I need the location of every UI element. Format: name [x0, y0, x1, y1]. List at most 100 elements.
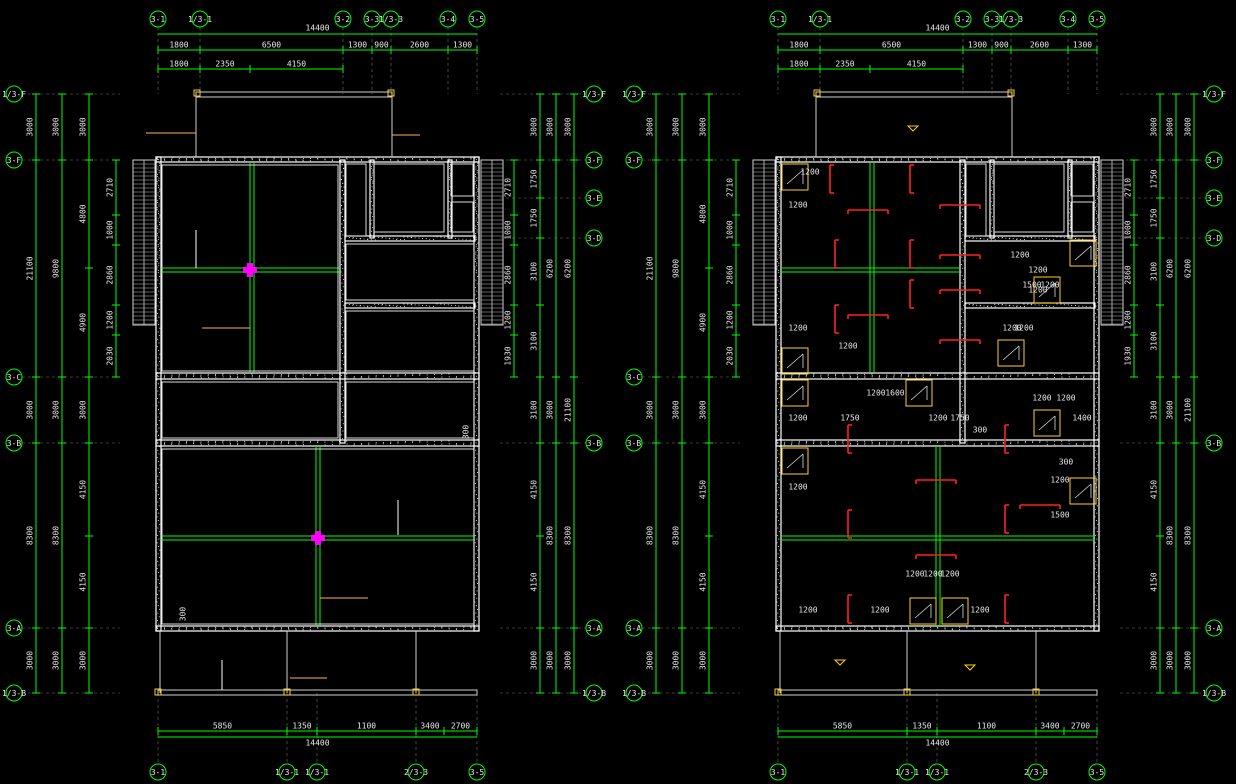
wall-hatch-dot [962, 252, 965, 255]
wall-hatch-dot [777, 501, 779, 503]
wall-hatch-dot [156, 261, 158, 263]
wall-hatch-dot [372, 171, 374, 173]
room-box [345, 310, 475, 372]
wall-hatch-dot [886, 375, 888, 377]
wall-hatch-dot [474, 268, 476, 270]
wall-hatch-dot [475, 545, 478, 548]
wall-hatch-dot [1063, 237, 1065, 239]
wall-hatch-dot [382, 443, 384, 445]
wall-hatch-dot [1092, 303, 1095, 306]
axis-bubble: 3-E [585, 189, 603, 207]
wall-hatch-dot [229, 160, 231, 162]
wall-hatch-dot [1095, 423, 1097, 425]
wall-hatch-dot [1096, 170, 1098, 172]
wall-hatch-dot [378, 236, 380, 238]
equipment-diagonal [1038, 415, 1056, 431]
wall-hatch-dot [474, 516, 476, 518]
wall-hatch-dot [475, 161, 477, 163]
wall-hatch-dot [778, 283, 780, 285]
porch-column [387, 89, 395, 97]
wall-hatch-dot [449, 197, 451, 199]
wall-hatch-dot [1096, 394, 1098, 396]
wall-hatch-dot [372, 169, 374, 171]
wall-hatch-dot [1002, 158, 1005, 161]
axis-bubble: 3-F [1205, 151, 1223, 169]
wall-hatch-dot [158, 283, 160, 285]
wall-hatch-dot [820, 442, 822, 444]
concrete-wall [155, 156, 162, 632]
wall-hatch-dot [411, 374, 414, 377]
wall-hatch-dot [1096, 309, 1098, 311]
wall-hatch-dot [1095, 553, 1097, 555]
wall-hatch-dot [463, 375, 465, 377]
wall-hatch-dot [340, 375, 342, 377]
wall-hatch-dot [302, 160, 304, 162]
axis-label: 3-A [627, 624, 642, 633]
wall-hatch-dot [156, 266, 158, 268]
dimension-label: 3000 [52, 117, 61, 136]
wall-hatch-dot [178, 158, 180, 160]
dimension-label: 1200 [838, 342, 857, 351]
wall-hatch-dot [776, 207, 778, 209]
wall-hatch-dot [273, 442, 275, 444]
wall-hatch-dot [1095, 212, 1098, 215]
wall-hatch-dot [403, 239, 405, 241]
wall-hatch-dot [359, 238, 361, 240]
wall-hatch-dot [475, 586, 477, 588]
wall-hatch-dot [777, 323, 780, 326]
wall-hatch-dot [340, 230, 343, 233]
axis-label: 3-B [1207, 439, 1222, 448]
concrete-wall [473, 156, 480, 632]
room-box [161, 448, 475, 625]
wall-hatch-dot [470, 443, 472, 445]
wall-hatch-dot [477, 327, 479, 329]
wall-hatch-dot [475, 383, 477, 385]
wall-hatch-dot [163, 377, 165, 379]
dimension-label: 21100 [646, 256, 655, 280]
dimension-label: 2860 [726, 265, 735, 284]
wall-hatch-dot [1083, 157, 1085, 159]
wall-hatch-dot [961, 437, 964, 440]
wall-hatch-dot [777, 173, 779, 175]
wall-hatch-dot [1005, 237, 1007, 239]
wall-hatch-dot [309, 157, 312, 160]
wall-hatch-dot [798, 376, 800, 378]
wall-hatch-dot [988, 159, 990, 161]
wall-hatch-dot [390, 628, 392, 630]
wall-hatch-dot [1069, 186, 1071, 188]
wall-hatch-dot [343, 245, 345, 247]
wall-hatch-dot [158, 255, 160, 257]
room-box [965, 163, 987, 237]
wall-hatch-dot [280, 160, 282, 162]
wall-hatch-dot [475, 225, 477, 227]
wall-hatch-dot [207, 375, 209, 377]
wall-hatch-dot [1024, 375, 1026, 377]
wall-hatch-dot [266, 159, 268, 161]
wall-hatch-dot [193, 628, 195, 630]
wall-hatch-dot [827, 160, 829, 162]
wall-hatch-dot [1096, 538, 1098, 540]
dimension-label: 4150 [530, 480, 539, 499]
wall-hatch-dot [778, 249, 781, 252]
wall-hatch-dot [812, 442, 815, 445]
wall-hatch-dot [476, 205, 478, 207]
wall-hatch-dot [813, 440, 815, 442]
wall-hatch-dot [156, 440, 158, 442]
wall-hatch-dot [476, 236, 478, 238]
wall-hatch-dot [251, 375, 253, 377]
wall-hatch-dot [1096, 453, 1098, 455]
dimension-label: 2350 [835, 60, 854, 69]
wall-hatch-dot [1095, 201, 1097, 203]
wall-hatch-dot [1090, 627, 1092, 629]
wall-hatch-dot [798, 443, 800, 445]
wall-hatch-dot [962, 241, 964, 243]
wall-hatch-dot [200, 375, 202, 377]
wall-hatch-dot [980, 377, 982, 379]
wall-hatch-dot [878, 377, 880, 379]
wall-hatch-dot [1083, 443, 1085, 445]
wall-hatch-dot [157, 331, 159, 333]
wall-hatch-dot [454, 237, 457, 240]
dimension-label: 1800 [169, 60, 188, 69]
wall-hatch-dot [455, 442, 458, 445]
